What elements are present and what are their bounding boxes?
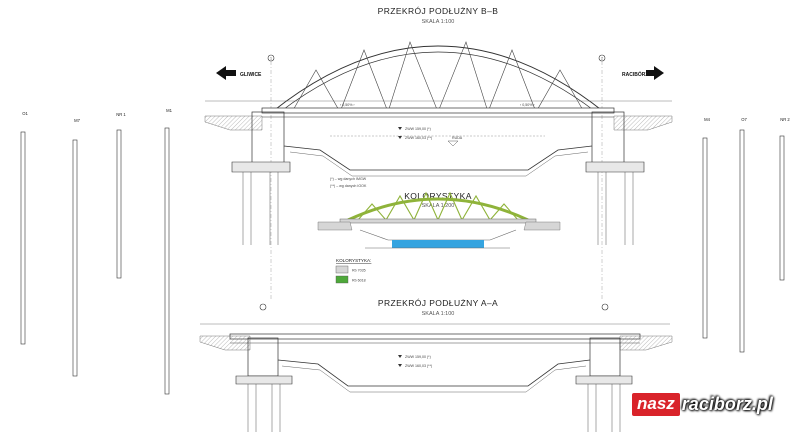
axis-mark-2: 2 — [601, 56, 603, 60]
borehole-label-nr1: NR 1 — [116, 112, 126, 117]
footnote-imgw: (*) – wg danych IMGW — [330, 177, 367, 181]
svg-text:‹ 0,50% ›: ‹ 0,50% › — [340, 103, 355, 107]
level-imgw-aa: ZWW 159,00 (*) — [405, 355, 431, 359]
borehole-label-o7: O7 — [741, 117, 747, 122]
svg-text:‹ 0,50% ›: ‹ 0,50% › — [520, 103, 535, 107]
river-label: RUDA — [452, 136, 463, 140]
legend-title: KOLORYSTYKA: — [336, 258, 371, 263]
borehole-label-m4: M4 — [704, 117, 710, 122]
color-legend: KOLORYSTYKA: Rb 7035 Rb 6018 — [335, 258, 371, 284]
level-iook-aa: ZWW 160,03 (**) — [405, 364, 432, 368]
colors-scale: SKALA 1:200 — [422, 203, 455, 209]
borehole-label-o1: O1 — [22, 111, 28, 116]
borehole-label-nr2: NR 2 — [780, 117, 790, 122]
footnote-iook: (**) – wg danych IOOK — [330, 184, 367, 188]
borehole-label-m7: M7 — [74, 118, 80, 123]
water-levels: ZWW 159,00 (*) ZWW 160,03 (**) — [398, 127, 432, 140]
direction-right-label: RACIBÓRZ — [622, 70, 648, 78]
legend-swatch-gray — [335, 265, 349, 274]
colors-title: KOLORYSTYKA — [404, 191, 472, 201]
legend-item-green: Rb 6018 — [352, 279, 366, 283]
section-bb-scale: SKALA 1:100 — [422, 19, 455, 25]
boreholes-left: O1 M7 NR 1 M1 — [20, 108, 173, 395]
section-bb-title: PRZEKRÓJ PODŁUŻNY B–B — [378, 6, 499, 16]
section-aa: PRZEKRÓJ PODŁUŻNY A–A SKALA 1:100 ZWW 15… — [199, 298, 673, 432]
site-watermark: nasz raciborz.pl — [632, 391, 773, 417]
section-bb: PRZEKRÓJ PODŁUŻNY B–B SKALA 1:100 GLIWIC… — [204, 6, 673, 300]
direction-arrow-left-icon: GLIWICE — [216, 66, 262, 80]
color-scheme-section: KOLORYSTYKA SKALA 1:200 KOLORYSTYKA: Rb … — [317, 191, 561, 284]
legend-swatch-green — [335, 275, 349, 284]
section-aa-title: PRZEKRÓJ PODŁUŻNY A–A — [378, 298, 498, 308]
watermark-prefix: nasz — [632, 392, 680, 416]
section-aa-scale: SKALA 1:100 — [422, 311, 455, 317]
boreholes-right: M4 O7 NR 2 — [702, 117, 790, 353]
watermark-site: raciborz.pl — [681, 393, 773, 414]
borehole-label-m1: M1 — [166, 108, 172, 113]
level-imgw: ZWW 159,00 (*) — [405, 127, 431, 131]
level-iook: ZWW 160,03 (**) — [405, 136, 432, 140]
legend-item-gray: Rb 7035 — [352, 269, 366, 273]
axis-mark-1: 1 — [270, 56, 272, 60]
direction-arrow-right-icon: RACIBÓRZ — [622, 66, 664, 80]
direction-left-label: GLIWICE — [240, 72, 262, 78]
